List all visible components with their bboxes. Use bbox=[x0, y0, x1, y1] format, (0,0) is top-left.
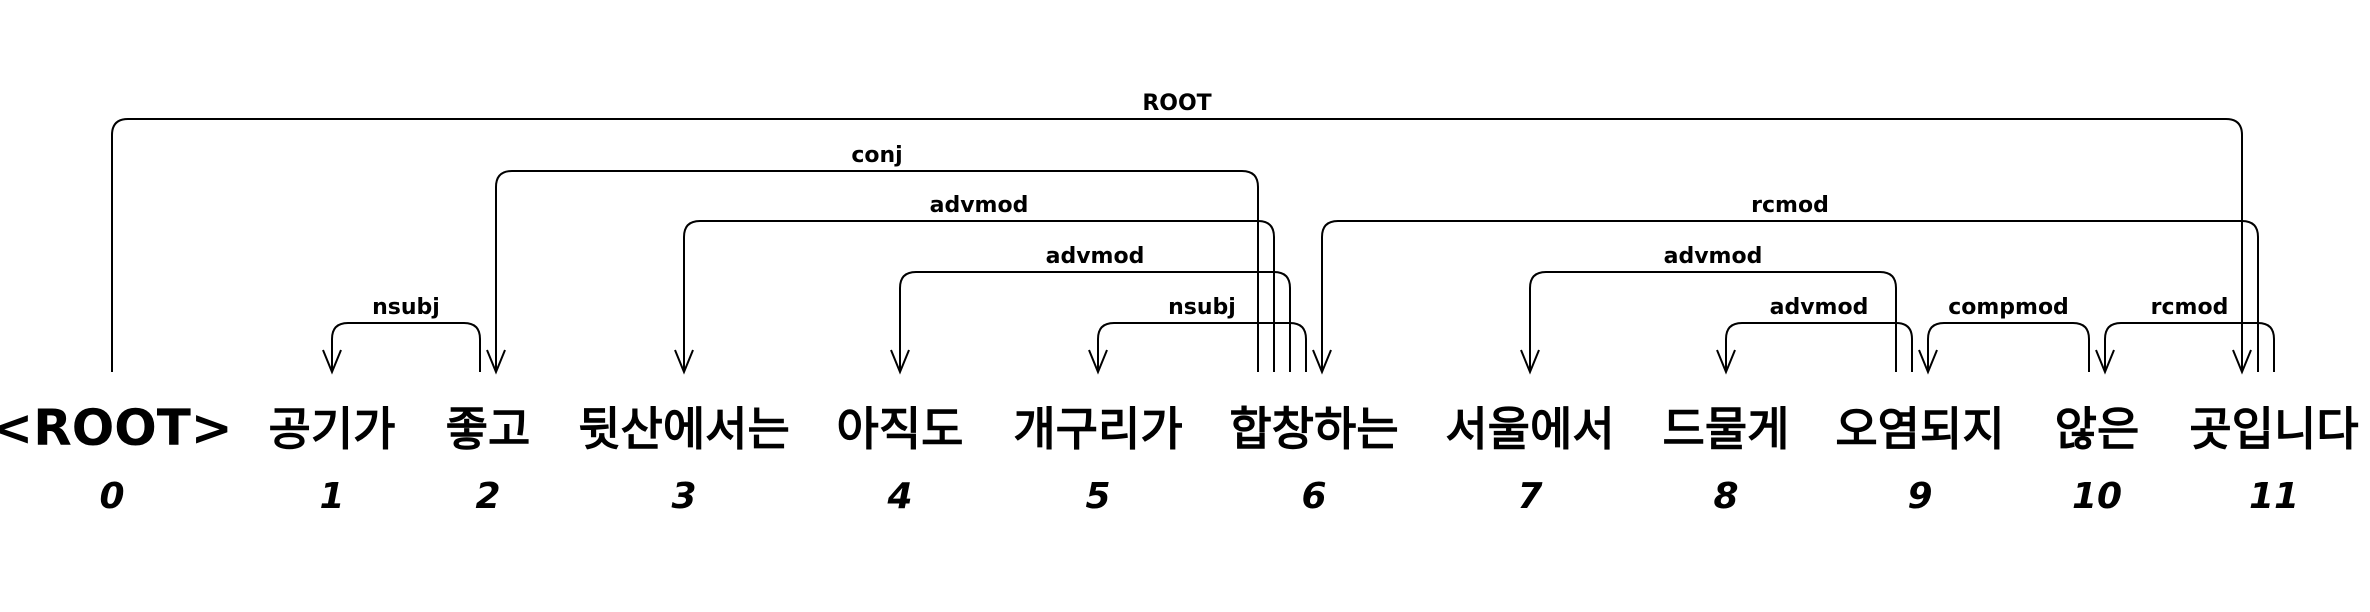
arc-advmod: advmod bbox=[1520, 244, 1897, 375]
token-word: 뒷산에서는 bbox=[578, 402, 790, 456]
token-word: 아직도 bbox=[837, 402, 964, 456]
arc-label: rcmod bbox=[2151, 295, 2229, 320]
arcs-layer: ROOT conj advmod rcmod advmod advmod nsubj nsub… bbox=[111, 91, 2275, 375]
arc-label: advmod bbox=[1046, 244, 1145, 269]
token-index: 9 bbox=[1907, 476, 1932, 517]
arrow-head bbox=[1088, 349, 1108, 375]
token-index: 3 bbox=[671, 476, 696, 517]
token-index: 7 bbox=[1517, 476, 1542, 517]
arrow-head bbox=[890, 349, 910, 375]
arc-label: advmod bbox=[1664, 244, 1763, 269]
arc-label: ROOT bbox=[1142, 91, 1211, 116]
arrow-head bbox=[674, 349, 694, 375]
arrow-head bbox=[322, 349, 342, 375]
token-word: 드물게 bbox=[1663, 402, 1790, 456]
arc-rcmod: rcmod bbox=[1312, 193, 2259, 375]
arc-line bbox=[1321, 220, 2259, 372]
arc-ROOT: ROOT bbox=[111, 91, 2252, 375]
token-index: 10 bbox=[2072, 476, 2122, 517]
arrow-head bbox=[2095, 349, 2115, 375]
arc-rcmod: rcmod bbox=[2095, 295, 2275, 375]
arc-advmod: advmod bbox=[890, 244, 1291, 375]
arc-line bbox=[495, 170, 1259, 372]
arrow-head bbox=[1312, 349, 1332, 375]
arc-advmod: advmod bbox=[1716, 295, 1913, 375]
token-index: 8 bbox=[1713, 476, 1738, 517]
arrow-head bbox=[1520, 349, 1540, 375]
arc-line bbox=[899, 271, 1291, 372]
token-index: 4 bbox=[886, 476, 912, 517]
token-word: 서울에서 bbox=[1445, 402, 1614, 456]
token-word: 오염되지 bbox=[1835, 402, 2004, 456]
arc-line bbox=[1529, 271, 1897, 372]
arc-label: rcmod bbox=[1751, 193, 1829, 218]
arrow-head bbox=[486, 349, 506, 375]
arc-label: compmod bbox=[1948, 295, 2069, 320]
token-word: 곳입니다 bbox=[2189, 402, 2358, 456]
arrow-head bbox=[1716, 349, 1736, 375]
token-word: 좋고 bbox=[446, 402, 531, 456]
arc-line bbox=[1097, 322, 1307, 372]
arc-label: conj bbox=[851, 143, 902, 168]
arc-conj: conj bbox=[486, 143, 1259, 375]
arc-label: nsubj bbox=[1168, 295, 1236, 320]
arc-line bbox=[683, 220, 1275, 372]
arc-compmod: compmod bbox=[1918, 295, 2090, 375]
arc-line bbox=[1725, 322, 1913, 372]
arc-label: advmod bbox=[1770, 295, 1869, 320]
arc-nsubj: nsubj bbox=[1088, 295, 1307, 375]
token-index: 1 bbox=[319, 476, 344, 517]
arc-line bbox=[1927, 322, 2090, 372]
token-index: 0 bbox=[99, 476, 124, 517]
token-word: 않은 bbox=[2055, 402, 2140, 456]
arrow-head bbox=[1918, 349, 1938, 375]
arrow-head bbox=[2232, 349, 2252, 375]
token-index: 11 bbox=[2249, 476, 2299, 517]
arc-line bbox=[111, 118, 2243, 372]
token-index: 6 bbox=[1301, 476, 1326, 517]
arc-label: advmod bbox=[930, 193, 1029, 218]
token-root: <ROOT> bbox=[0, 399, 233, 457]
arc-line bbox=[2104, 322, 2275, 372]
token-index: 2 bbox=[475, 476, 500, 517]
arc-line bbox=[331, 322, 481, 372]
arc-nsubj: nsubj bbox=[322, 295, 481, 375]
tokens-layer: <ROOT> 0 공기가 1 좋고 2 뒷산에서는 3 아직도 4 개구리가 5 합창하는 6 서울에서 7 드… bbox=[0, 399, 2359, 517]
arc-label: nsubj bbox=[372, 295, 440, 320]
token-word: 공기가 bbox=[269, 402, 396, 456]
token-word: 합창하는 bbox=[1229, 402, 1398, 456]
arc-advmod: advmod bbox=[674, 193, 1275, 375]
token-word: 개구리가 bbox=[1013, 402, 1182, 456]
token-index: 5 bbox=[1085, 476, 1110, 517]
